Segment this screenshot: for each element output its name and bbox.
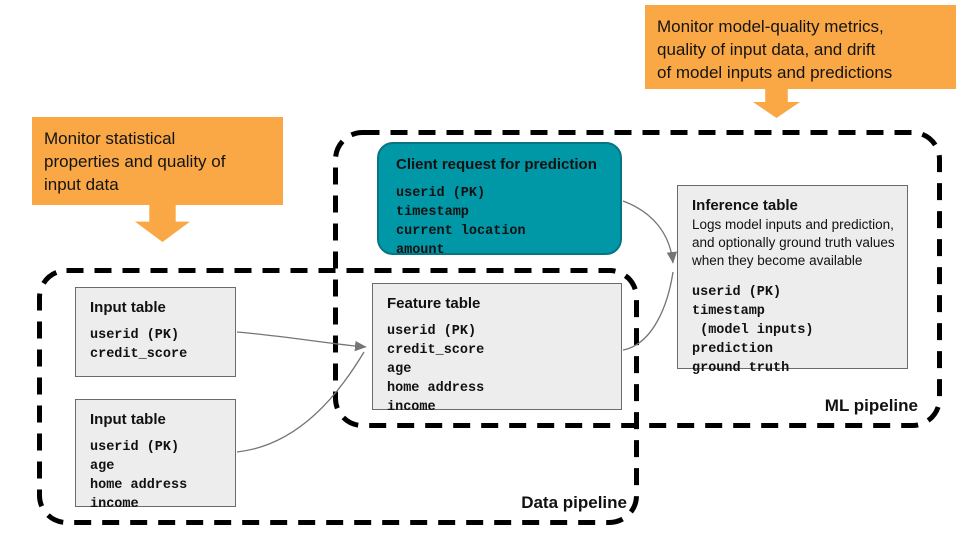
inference-table-fields: userid (PK) timestamp (model inputs) predi… bbox=[692, 283, 893, 378]
description-line: Logs model inputs and prediction, bbox=[692, 217, 894, 232]
field-line: ground truth bbox=[692, 361, 790, 376]
input-table-bottom-title: Input table bbox=[90, 411, 166, 428]
field-line: userid (PK) bbox=[396, 186, 486, 201]
field-line: age bbox=[387, 362, 412, 377]
field-line: (model inputs) bbox=[692, 323, 814, 338]
callout-text-line: quality of input data, and drift bbox=[657, 40, 876, 59]
callout-statistical: Monitor statistical properties and qualit… bbox=[32, 117, 283, 205]
connector-input-top-to-feature bbox=[236, 331, 367, 352]
callout-text-line: of model inputs and predictions bbox=[657, 63, 893, 82]
connector-feature-to-inference bbox=[622, 271, 674, 351]
input-table-bottom-fields: userid (PK) age home address income bbox=[90, 438, 221, 514]
client-request-box: Client request for prediction userid (PK… bbox=[377, 142, 622, 258]
field-line: age bbox=[90, 459, 115, 474]
data-pipeline-label: Data pipeline bbox=[521, 493, 627, 512]
field-line: current location bbox=[396, 224, 526, 239]
field-line: prediction bbox=[692, 342, 774, 357]
field-line: income bbox=[387, 400, 436, 415]
description-line: when they become available bbox=[692, 253, 863, 268]
connector-client-to-inference bbox=[622, 200, 678, 264]
field-line: credit_score bbox=[387, 343, 485, 358]
inference-table-description: Logs model inputs and prediction, and opt… bbox=[692, 216, 895, 270]
input-table-top-box: Input table userid (PK) credit_score bbox=[75, 287, 236, 377]
field-line: timestamp bbox=[692, 304, 765, 319]
field-line: credit_score bbox=[90, 347, 188, 362]
field-line: home address bbox=[90, 478, 188, 493]
ml-pipeline-label: ML pipeline bbox=[824, 396, 918, 415]
callout-text-line: properties and quality of bbox=[44, 152, 226, 171]
field-line: userid (PK) bbox=[692, 285, 782, 300]
field-line: income bbox=[90, 497, 139, 512]
client-request-title: Client request for prediction bbox=[396, 156, 597, 173]
callout-model-quality: Monitor model-quality metrics, quality of… bbox=[645, 5, 956, 89]
connector-input-bottom-to-feature bbox=[236, 351, 365, 453]
field-line: home address bbox=[387, 381, 485, 396]
feature-table-title: Feature table bbox=[387, 295, 481, 312]
inference-table-title: Inference table bbox=[692, 197, 798, 214]
callout-text-line: Monitor statistical bbox=[44, 129, 176, 148]
field-line: amount bbox=[396, 243, 445, 258]
callout-text-line: input data bbox=[44, 175, 119, 194]
input-table-bottom-box: Input table userid (PK) age home address in… bbox=[75, 399, 236, 512]
description-line: and optionally ground truth values bbox=[692, 235, 895, 250]
data-pipeline-boundary bbox=[37, 268, 639, 525]
client-request-fields: userid (PK) timestamp current location amou… bbox=[396, 184, 603, 260]
input-table-top-title: Input table bbox=[90, 299, 166, 316]
callout-text-line: Monitor model-quality metrics, bbox=[657, 17, 884, 36]
inference-table-box: Inference table Logs model inputs and pr… bbox=[677, 185, 908, 376]
field-line: userid (PK) bbox=[90, 328, 180, 343]
field-line: userid (PK) bbox=[90, 440, 180, 455]
field-line: userid (PK) bbox=[387, 324, 477, 339]
input-table-top-fields: userid (PK) credit_score bbox=[90, 326, 221, 364]
field-line: timestamp bbox=[396, 205, 469, 220]
